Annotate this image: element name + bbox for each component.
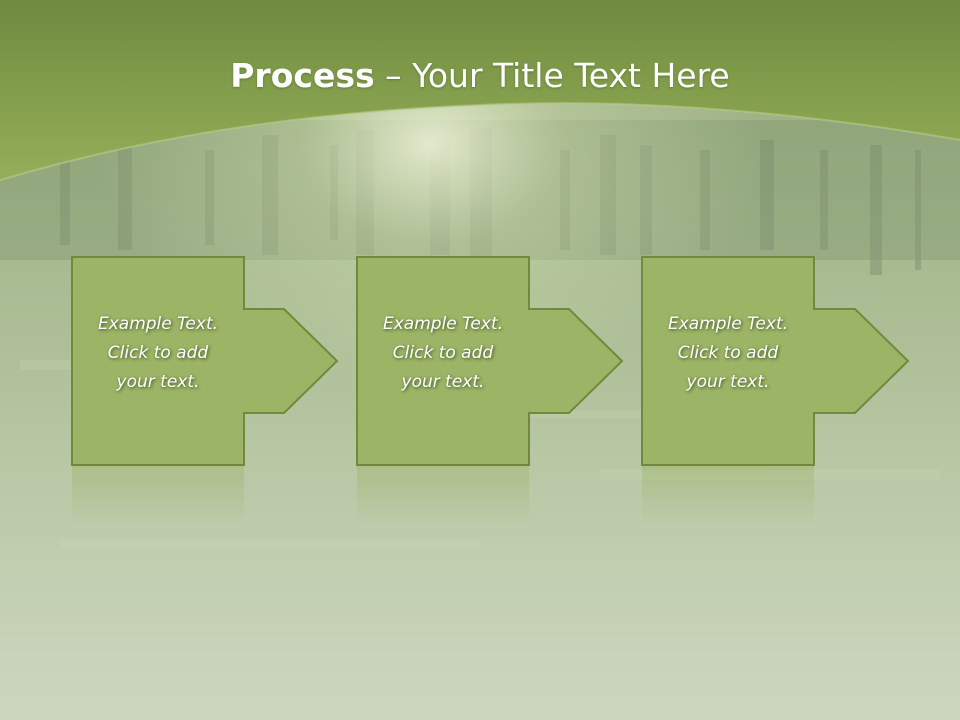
process-step-3[interactable] xyxy=(641,256,910,526)
step-2-reflection xyxy=(357,466,529,526)
step-2-line-1: Example Text. xyxy=(382,314,504,334)
process-step-2[interactable] xyxy=(356,256,624,526)
step-3-reflection xyxy=(642,466,814,526)
step-1-text[interactable]: Example Text. Click to add your text. xyxy=(72,310,244,397)
slide-title[interactable]: Process – Your Title Text Here xyxy=(0,48,960,104)
step-2-text[interactable]: Example Text. Click to add your text. xyxy=(357,310,529,397)
step-3-box-arrow xyxy=(641,256,910,466)
title-bold-part: Process xyxy=(230,56,375,95)
process-step-1[interactable] xyxy=(71,256,339,526)
step-1-box-arrow xyxy=(71,256,339,466)
step-2-box-arrow xyxy=(356,256,624,466)
title-rest-part: – Your Title Text Here xyxy=(374,56,730,95)
step-1-reflection xyxy=(72,466,244,526)
step-2-line-3: your text. xyxy=(401,372,485,392)
step-1-line-1: Example Text. xyxy=(97,314,219,334)
step-3-line-2: Click to add xyxy=(677,343,779,363)
step-3-line-3: your text. xyxy=(686,372,770,392)
step-2-line-2: Click to add xyxy=(392,343,494,363)
step-3-text[interactable]: Example Text. Click to add your text. xyxy=(642,310,814,397)
step-1-line-2: Click to add xyxy=(107,343,209,363)
step-1-line-3: your text. xyxy=(116,372,200,392)
step-3-line-1: Example Text. xyxy=(667,314,789,334)
